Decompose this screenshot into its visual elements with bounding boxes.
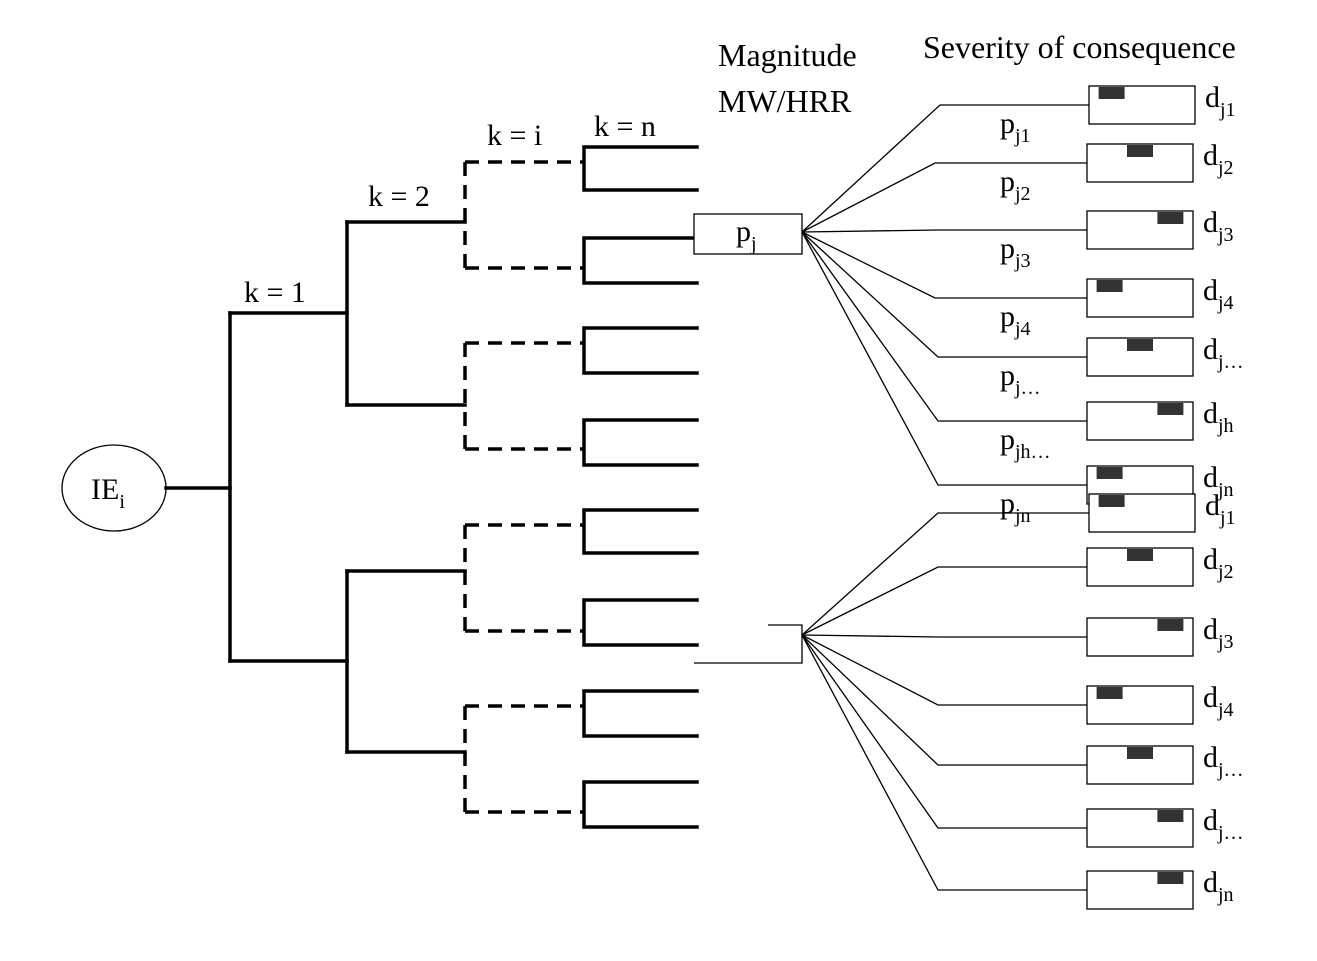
consequence-label: dj2 (1203, 139, 1234, 179)
lower-fan: dj1 dj2 dj3 dj4 dj… dj… djn (801, 489, 1244, 910)
level-label-k2: k = 2 (368, 180, 430, 213)
consequence-label: dj4 (1203, 274, 1234, 314)
magnitude-header: Magnitude (718, 37, 857, 73)
fan-branch-line (801, 231, 1087, 299)
fan-branch-line (801, 229, 1087, 233)
consequence-label: djn (1203, 866, 1234, 906)
fan-branch-line (801, 231, 1087, 486)
severity-box (1086, 278, 1194, 318)
severity-header: Severity of consequence (923, 29, 1236, 65)
consequence-label: dj… (1203, 333, 1244, 373)
fan-branch-line (801, 634, 1087, 706)
severity-box (1086, 685, 1194, 725)
fan-branch-line (801, 634, 1087, 638)
fan-branch-line (801, 634, 1087, 766)
tree-final-branches (582, 145, 699, 829)
fan-branch-line (801, 104, 1089, 233)
consequence-label: dj… (1203, 741, 1244, 781)
consequence-label: dj3 (1203, 613, 1234, 653)
severity-marker (1127, 339, 1153, 351)
consequence-label: djn (1203, 461, 1234, 501)
severity-marker (1098, 495, 1125, 507)
consequence-label: dj4 (1203, 681, 1234, 721)
consequence-label: dj1 (1205, 489, 1236, 529)
probability-label: pj1 (1000, 107, 1031, 147)
consequence-label: dj2 (1203, 543, 1234, 583)
consequence-label: dj3 (1203, 206, 1234, 246)
level-label-ki: k = i (487, 119, 542, 152)
initiating-event-label: IEi (91, 473, 125, 513)
severity-marker (1098, 87, 1125, 99)
severity-marker (1157, 619, 1184, 631)
probability-label: pjh… (1000, 423, 1051, 463)
tree-solid-branches (164, 220, 467, 754)
fan-branch-line (801, 634, 1087, 891)
severity-marker (1157, 810, 1184, 822)
level-label-k1: k = 1 (244, 276, 306, 309)
probability-label: pj2 (1000, 165, 1031, 205)
upper-fan: dj1 pj1 dj2 pj2 dj3 pj3 dj4 pj4 dj… pj… djh pjh… djn… (801, 81, 1244, 527)
severity-marker (1096, 687, 1123, 699)
tree-dashed-branches (463, 160, 584, 814)
magnitude-box (693, 213, 803, 255)
consequence-label: dj1 (1205, 81, 1236, 121)
consequence-label: djh (1203, 397, 1234, 437)
severity-marker (1157, 872, 1184, 884)
severity-marker (1157, 212, 1184, 224)
consequence-label: dj… (1203, 804, 1244, 844)
fan-branch-line (801, 512, 1089, 636)
probability-label: pj4 (1000, 300, 1031, 340)
fan-branch-line (801, 566, 1087, 636)
severity-marker (1096, 467, 1123, 479)
severity-marker (1127, 145, 1153, 157)
severity-marker (1096, 280, 1123, 292)
fan-branch-line (801, 231, 1087, 422)
lower-magnitude-box (694, 624, 803, 664)
fan-branch-line (801, 231, 1087, 358)
severity-marker (1157, 403, 1184, 415)
severity-marker (1127, 747, 1153, 759)
severity-marker (1127, 549, 1153, 561)
magnitude-box-label: pj (736, 215, 757, 255)
fan-branch-line (801, 162, 1087, 233)
magnitude-unit-header: MW/HRR (718, 83, 852, 119)
level-label-kn: k = n (594, 110, 656, 143)
probability-label: pj3 (1000, 232, 1031, 272)
probability-label: pjn (1000, 487, 1031, 527)
probability-label: pj… (1000, 359, 1041, 399)
fan-branch-line (801, 634, 1087, 829)
